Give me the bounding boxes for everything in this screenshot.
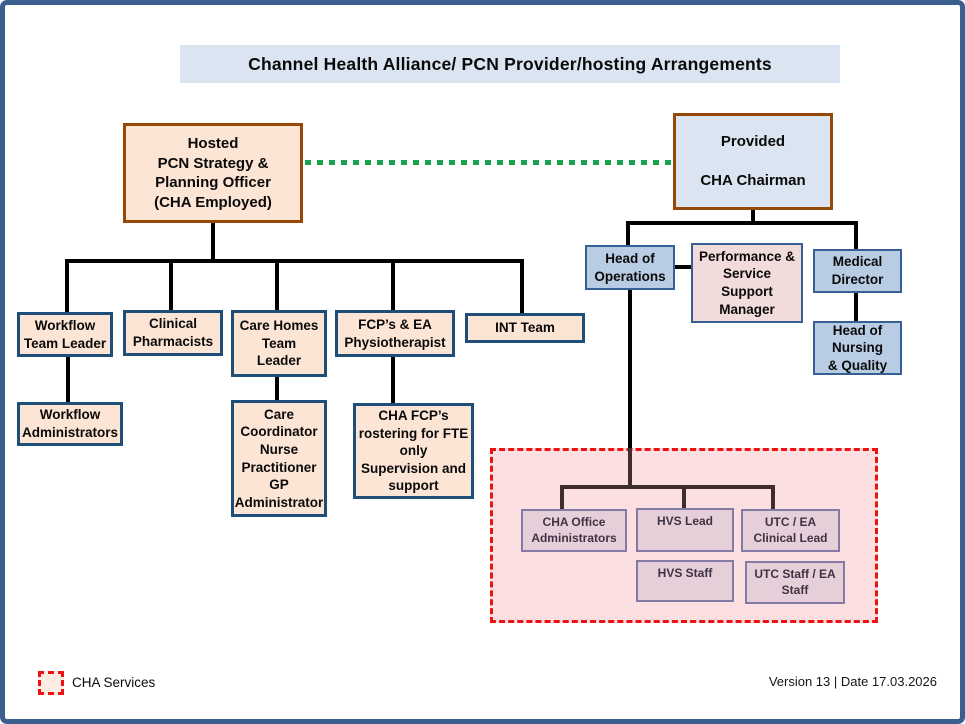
- node-care-homes-team-leader: Care Homes Team Leader: [231, 310, 327, 377]
- node-fcp-ea-physiotherapist: FCP’s & EA Physiotherapist: [335, 310, 455, 357]
- cha-services-legend-label: CHA Services: [72, 675, 156, 690]
- node-workflow-administrators: Workflow Administrators: [17, 402, 123, 446]
- connector: [66, 357, 70, 402]
- node-utc-staff-ea-staff: UTC Staff / EA Staff: [745, 561, 845, 604]
- node-hosted-pcn-strategy-officer: Hosted PCN Strategy & Planning Officer (…: [123, 123, 303, 223]
- connector: [628, 289, 632, 449]
- node-provided-cha-chairman: Provided CHA Chairman: [673, 113, 833, 210]
- connector: [751, 210, 755, 225]
- connector: [520, 259, 524, 313]
- version-date-text: Version 13 | Date 17.03.2026: [768, 674, 937, 689]
- hosted-provided-dotted-connector: [305, 160, 673, 165]
- node-care-coordinator-group: Care Coordinator Nurse Practitioner GP A…: [231, 400, 327, 517]
- node-utc-ea-clinical-lead: UTC / EA Clinical Lead: [741, 509, 840, 552]
- node-medical-director: Medical Director: [813, 249, 902, 293]
- node-int-team: INT Team: [465, 313, 585, 343]
- node-head-of-nursing-quality: Head of Nursing & Quality: [813, 321, 902, 375]
- connector: [65, 259, 69, 312]
- connector: [275, 377, 279, 400]
- connector: [626, 221, 858, 225]
- connector: [211, 223, 215, 263]
- connector: [560, 485, 775, 489]
- connector: [169, 259, 173, 310]
- connector: [673, 265, 693, 269]
- connector: [275, 259, 279, 310]
- node-clinical-pharmacists: Clinical Pharmacists: [123, 310, 223, 356]
- node-hvs-lead: HVS Lead: [636, 508, 734, 552]
- connector: [65, 259, 524, 263]
- connector: [391, 357, 395, 403]
- node-hvs-staff: HVS Staff: [636, 560, 734, 602]
- node-performance-service-support-manager: Performance & Service Support Manager: [691, 243, 803, 323]
- connector: [854, 293, 858, 322]
- connector: [682, 485, 686, 508]
- node-head-of-operations: Head of Operations: [585, 245, 675, 290]
- connector: [771, 485, 775, 509]
- connector: [628, 448, 632, 489]
- node-cha-fcp-rostering: CHA FCP’s rostering for FTE only Supervi…: [353, 403, 474, 499]
- connector: [560, 485, 564, 509]
- connector: [854, 221, 858, 250]
- cha-services-legend-swatch: [38, 671, 64, 695]
- node-cha-office-administrators: CHA Office Administrators: [521, 509, 627, 552]
- connector: [391, 259, 395, 310]
- node-workflow-team-leader: Workflow Team Leader: [17, 312, 113, 357]
- connector: [626, 221, 630, 246]
- page-title: Channel Health Alliance/ PCN Provider/ho…: [180, 45, 840, 83]
